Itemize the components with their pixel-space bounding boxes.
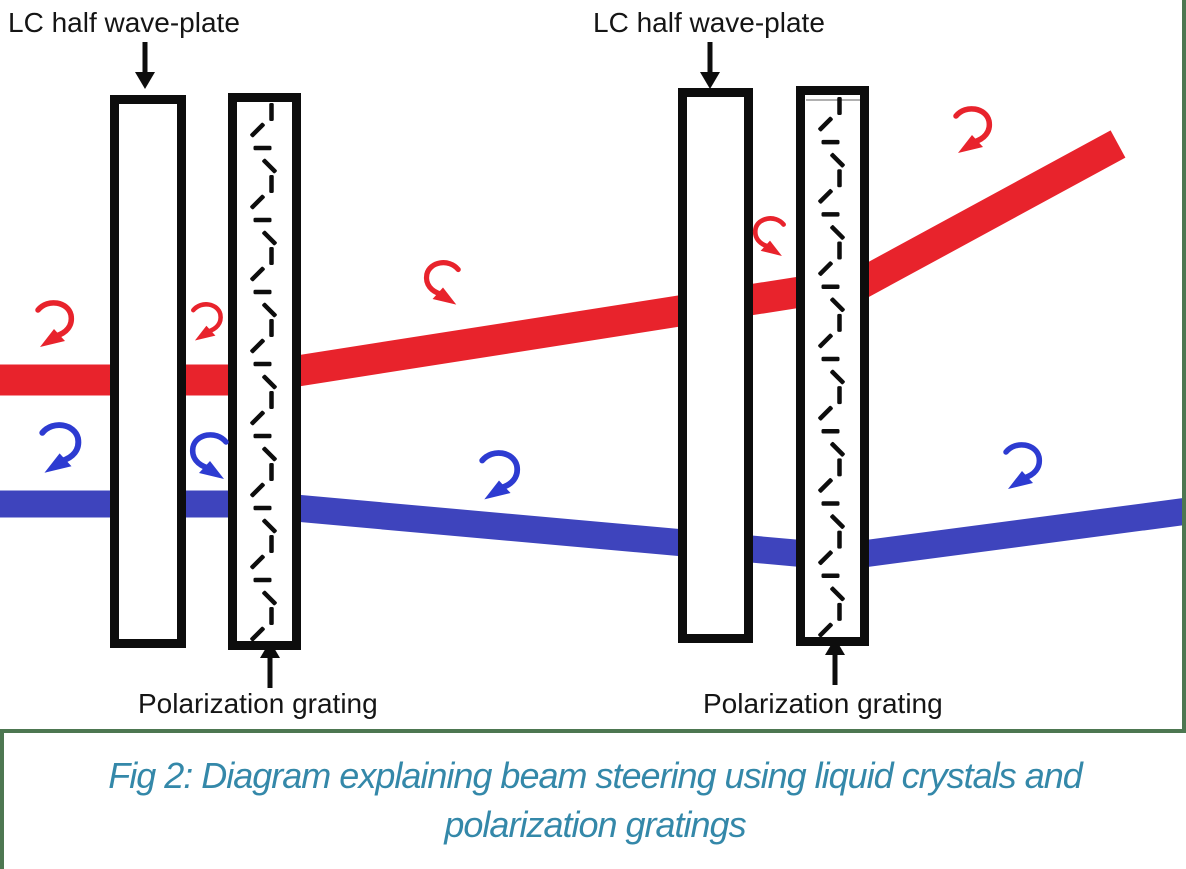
lc-director-dash bbox=[821, 284, 840, 289]
lc-director-dash bbox=[830, 441, 845, 457]
blue-polarization-curl-icon bbox=[193, 435, 226, 479]
beam-steering-diagram bbox=[0, 0, 1186, 733]
lc-director-dash bbox=[821, 428, 840, 434]
lc-director-dash bbox=[830, 152, 845, 168]
lc-director-dash bbox=[818, 622, 833, 638]
lc-director-dash bbox=[250, 410, 265, 426]
lc-director-dash bbox=[262, 230, 277, 246]
lc-director-dash bbox=[821, 356, 840, 362]
label-lc-half-wave-plate-1: LC half wave-plate bbox=[8, 7, 240, 38]
frame-border-right bbox=[1182, 0, 1186, 733]
blue-polarization-curl-icon bbox=[42, 425, 78, 473]
lc-director-dash bbox=[821, 139, 840, 145]
lc-director-dash bbox=[269, 463, 274, 481]
lc-director-dash bbox=[262, 374, 277, 390]
down-arrow-icon bbox=[700, 42, 720, 89]
lc-director-dash bbox=[269, 247, 274, 265]
lc-director-dash bbox=[818, 116, 833, 132]
grating-1-dashes bbox=[250, 103, 277, 642]
lc-director-dash bbox=[837, 313, 842, 332]
label-polarization-grating-2: Polarization grating bbox=[703, 688, 943, 719]
lc-director-dash bbox=[821, 573, 840, 579]
lc-director-dash bbox=[269, 391, 274, 409]
lc-director-dash bbox=[250, 194, 265, 210]
lc-director-dash bbox=[262, 446, 277, 462]
lc-director-dash bbox=[250, 122, 265, 138]
lc-director-dash bbox=[830, 369, 845, 385]
lc-director-dash bbox=[837, 97, 842, 115]
lc-director-dash bbox=[262, 590, 277, 606]
lc-director-dash bbox=[269, 175, 274, 193]
lc-director-dash bbox=[250, 266, 265, 282]
red-polarization-curl-icon bbox=[427, 263, 459, 305]
lc-director-dash bbox=[253, 361, 272, 367]
lc-director-dash bbox=[830, 514, 845, 529]
lc-director-dash bbox=[262, 158, 277, 174]
polarization-grating-2-rect bbox=[796, 86, 869, 646]
lc-director-dash bbox=[253, 577, 272, 583]
lc-director-dash bbox=[818, 405, 833, 421]
lc-director-dash bbox=[837, 169, 842, 188]
lc-director-dash bbox=[250, 338, 265, 354]
grating-2-dashes bbox=[818, 97, 845, 638]
lc-director-dash bbox=[269, 535, 274, 553]
lc-director-dash bbox=[253, 217, 272, 223]
lc-director-dash bbox=[818, 478, 833, 493]
lc-director-dash bbox=[837, 602, 842, 621]
lc-half-wave-plate-2-rect bbox=[678, 88, 753, 643]
lc-director-dash bbox=[253, 145, 272, 151]
lc-director-dash bbox=[253, 505, 272, 511]
lc-director-dash bbox=[262, 518, 277, 534]
red-polarization-curl-icon bbox=[956, 109, 989, 153]
figure-caption-box: Fig 2: Diagram explaining beam steering … bbox=[0, 729, 1186, 869]
lc-director-dash bbox=[250, 626, 265, 642]
lc-director-dash bbox=[837, 530, 842, 549]
lc-director-dash bbox=[821, 501, 840, 506]
label-lc-half-wave-plate-2: LC half wave-plate bbox=[593, 7, 825, 38]
lc-director-dash bbox=[262, 302, 277, 318]
lc-director-dash bbox=[269, 319, 274, 337]
lc-director-dash bbox=[830, 225, 845, 240]
lc-director-dash bbox=[818, 333, 833, 349]
red-polarization-curl-icon bbox=[193, 304, 220, 340]
lc-director-dash bbox=[837, 241, 842, 260]
red-polarization-curl-icon bbox=[38, 303, 71, 347]
polarization-grating-1-rect bbox=[228, 93, 301, 650]
lc-director-dash bbox=[818, 189, 833, 204]
blue-polarization-curl-icon bbox=[1006, 445, 1039, 489]
lc-director-dash bbox=[818, 261, 833, 276]
blue-polarization-curl-icon bbox=[482, 453, 517, 499]
lc-director-dash bbox=[250, 482, 265, 498]
red-polarization-curl-icon bbox=[755, 218, 783, 256]
lc-director-dash bbox=[830, 297, 845, 313]
lc-director-dash bbox=[837, 386, 842, 405]
lc-director-dash bbox=[818, 550, 833, 566]
lc-director-dash bbox=[830, 586, 845, 602]
lc-director-dash bbox=[821, 212, 840, 217]
lc-half-wave-plate-1-rect bbox=[110, 95, 186, 648]
lc-director-dash bbox=[269, 103, 274, 121]
figure-caption-line-1: Fig 2: Diagram explaining beam steering … bbox=[108, 755, 1083, 796]
down-arrow-icon bbox=[135, 42, 155, 89]
lc-director-dash bbox=[837, 458, 842, 477]
figure-caption-line-2: polarization gratings bbox=[444, 804, 746, 845]
lc-director-dash bbox=[253, 433, 272, 439]
lc-director-dash bbox=[269, 607, 274, 625]
lc-director-dash bbox=[253, 289, 272, 295]
lc-director-dash bbox=[250, 554, 265, 570]
label-polarization-grating-1: Polarization grating bbox=[138, 688, 378, 719]
